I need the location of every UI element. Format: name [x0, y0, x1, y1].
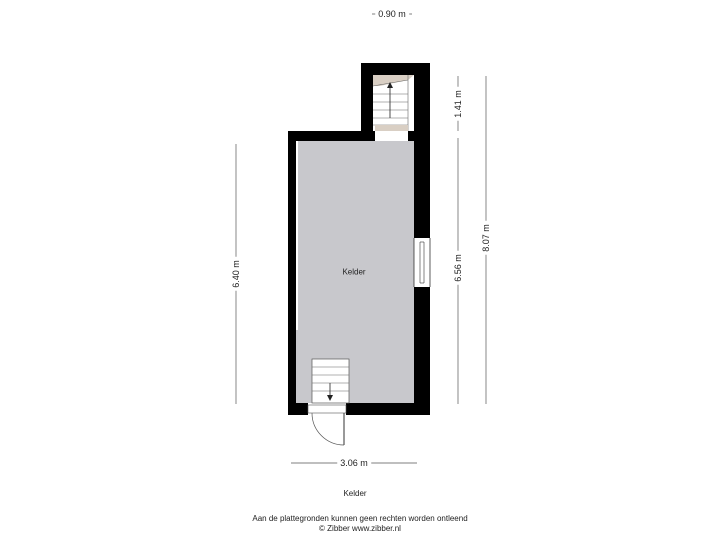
wall-bottom-right — [346, 403, 430, 415]
lower-stair-arrow-icon — [327, 395, 333, 401]
wall-main-left — [288, 131, 296, 415]
wall-bottom-left — [288, 403, 308, 415]
dimension-bottom-width: 3.06 m — [337, 458, 371, 468]
wall-stair-divider-left — [361, 131, 375, 141]
wall-right-lower — [414, 287, 430, 415]
wall-stair-top — [361, 63, 430, 75]
room-floor — [296, 141, 414, 403]
disclaimer-text: Aan de plattegronden kunnen geen rechten… — [252, 514, 468, 523]
lower-staircase — [311, 358, 350, 404]
window-right — [413, 238, 431, 287]
upper-stair-landing — [375, 125, 408, 131]
floor-caption: Kelder — [343, 489, 367, 498]
dimension-top-width: 0.90 m — [375, 9, 409, 19]
wall-stair-divider-right — [408, 131, 416, 141]
dimension-left-height: 6.40 m — [231, 257, 241, 291]
dimension-total-height: 8.07 m — [481, 221, 491, 255]
upper-staircase — [372, 75, 414, 131]
wall-right-upper — [414, 63, 430, 238]
entrance-door — [307, 404, 347, 446]
door-threshold — [307, 404, 347, 414]
wall-main-top — [288, 131, 363, 141]
upper-stair-winder — [373, 75, 414, 86]
copyright-text: © Zibber www.zibber.nl — [319, 524, 401, 533]
wall-stair-left — [361, 63, 373, 141]
dimension-stair-height: 1.41 m — [453, 87, 463, 121]
door-swing-arc — [311, 412, 345, 446]
upper-stair-arrow-icon — [387, 82, 393, 88]
walls — [288, 63, 430, 415]
room-label-kelder: Kelder — [342, 267, 366, 277]
dimension-right-height: 6.56 m — [453, 251, 463, 285]
